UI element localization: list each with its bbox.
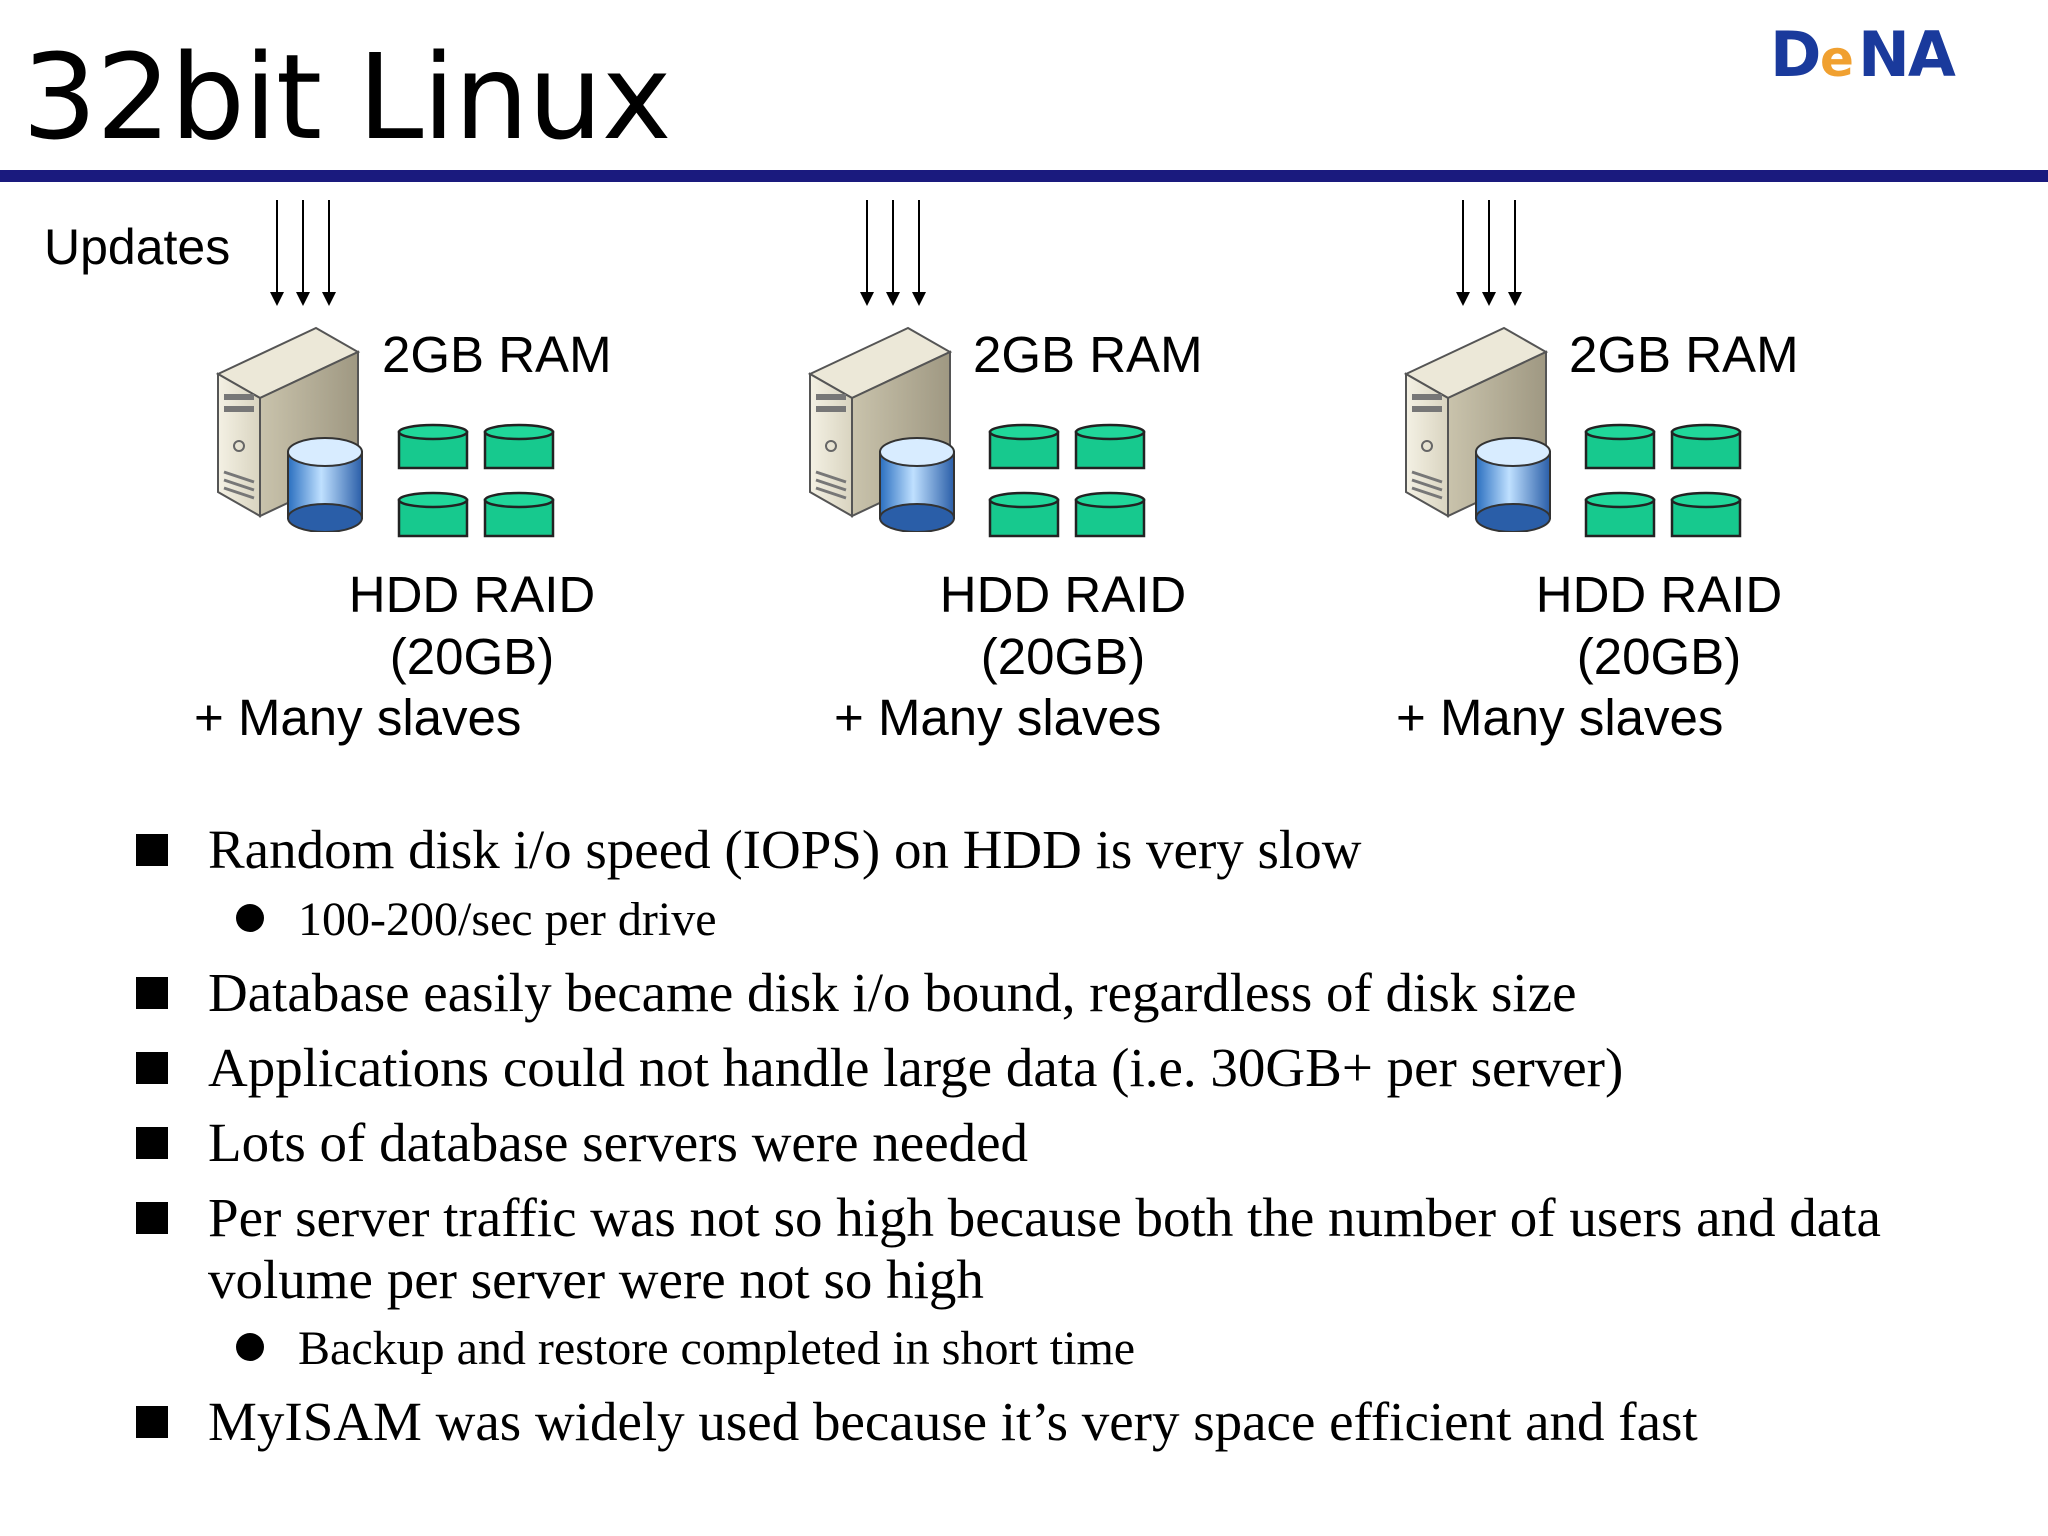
update-arrows-3 [1455, 200, 1523, 307]
slaves-label-1: + Many slaves [194, 689, 522, 746]
bullet-text: Database easily became disk i/o bound, r… [208, 962, 1577, 1023]
ram-label-3: 2GB RAM [1569, 326, 1799, 383]
slaves-label-3: + Many slaves [1396, 689, 1724, 746]
round-bullet-icon [236, 1333, 264, 1361]
update-arrows-1 [269, 200, 337, 307]
square-bullet-icon [136, 834, 168, 866]
square-bullet-icon [136, 1052, 168, 1084]
server-icon-1 [216, 326, 364, 532]
slaves-label-2: + Many slaves [834, 689, 1162, 746]
server-icon-3 [1404, 326, 1552, 532]
round-bullet-icon [236, 904, 264, 932]
square-bullet-icon [136, 1406, 168, 1438]
hdd-raid-icon-2 [988, 423, 1146, 538]
server-icon-2 [808, 326, 956, 532]
hdd-raid-label-3: HDD RAID (20GB) [1499, 564, 1819, 688]
svg-text:D: D [1770, 20, 1819, 90]
square-bullet-icon [136, 1202, 168, 1234]
bullet-text: Applications could not handle large data… [208, 1037, 1624, 1098]
sub-bullet-text: Backup and restore completed in short ti… [298, 1322, 1136, 1375]
update-arrows-2 [859, 200, 927, 307]
hdd-raid-line1-1: HDD RAID [348, 566, 596, 623]
title-rule [0, 170, 2048, 182]
square-bullet-icon [136, 977, 168, 1009]
svg-text:e: e [1820, 30, 1854, 88]
hdd-raid-icon-3 [1584, 423, 1742, 538]
hdd-raid-line2-1: (20GB) [389, 628, 555, 685]
bullet-text: Per server traffic was not so high becau… [208, 1187, 1881, 1248]
sub-bullet-text: 100-200/sec per drive [298, 893, 717, 946]
hdd-raid-label-2: HDD RAID (20GB) [903, 564, 1223, 688]
hdd-raid-line2-3: (20GB) [1576, 628, 1742, 685]
dena-logo: D e NA [1770, 20, 1958, 90]
hdd-raid-line1-2: HDD RAID [939, 566, 1187, 623]
hdd-raid-line2-2: (20GB) [980, 628, 1146, 685]
bullet-text: Random disk i/o speed (IOPS) on HDD is v… [208, 819, 1362, 880]
square-bullet-icon [136, 1127, 168, 1159]
hdd-raid-line1-3: HDD RAID [1535, 566, 1783, 623]
ram-label-1: 2GB RAM [382, 326, 612, 383]
bullet-text: MyISAM was widely used because it’s very… [208, 1391, 1698, 1452]
slide-title: 32bit Linux [22, 28, 672, 166]
hdd-raid-icon-1 [397, 423, 555, 538]
hdd-raid-label-1: HDD RAID (20GB) [312, 564, 632, 688]
ram-label-2: 2GB RAM [973, 326, 1203, 383]
svg-text:NA: NA [1858, 20, 1956, 90]
bullet-text: Lots of database servers were needed [208, 1112, 1029, 1173]
updates-label: Updates [44, 219, 231, 275]
bullet-text-continued: volume per server were not so high [208, 1249, 984, 1310]
